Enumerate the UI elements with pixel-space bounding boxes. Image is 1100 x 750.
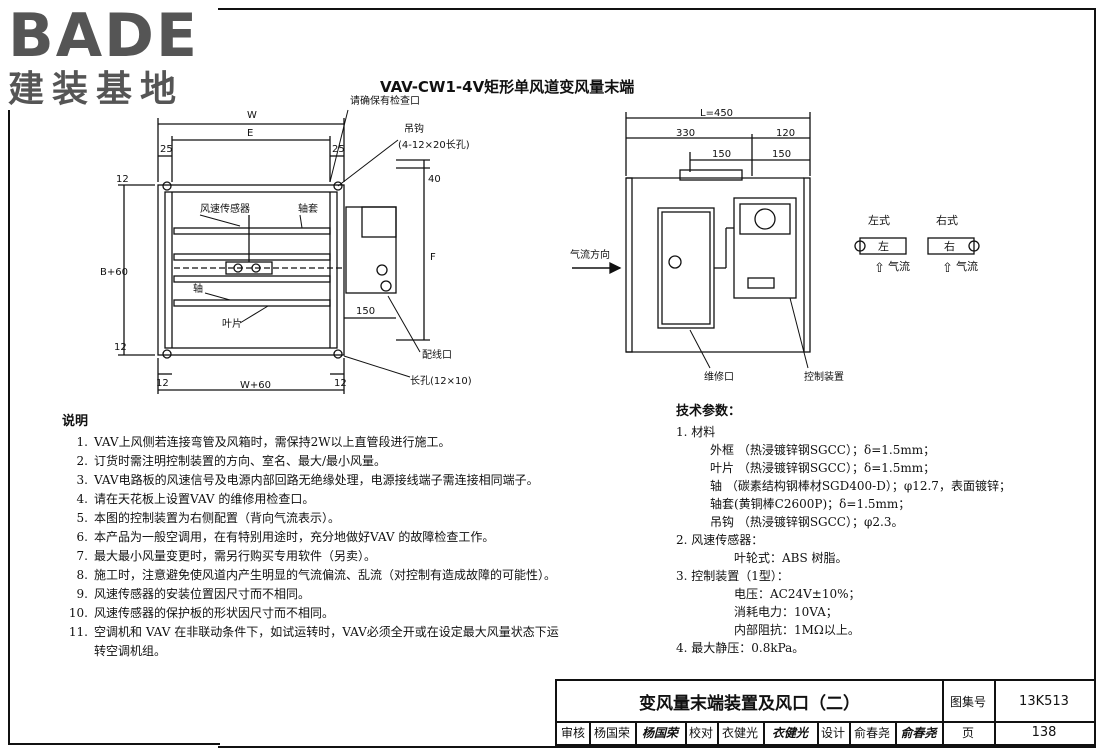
label-wiring-port: 配线口	[422, 348, 452, 361]
proof-label: 校对	[685, 721, 719, 746]
tech-line: 外框 （热浸镀锌钢SGCC）；δ=1.5mm；	[710, 443, 936, 457]
tech-line: 内部阻抗：1MΩ以上。	[734, 623, 860, 637]
tech-heading: 技术参数：	[676, 404, 742, 419]
designer-signature: 俞春尧	[895, 721, 944, 746]
dim-25-left: 25	[160, 144, 173, 155]
drawing-frame	[218, 8, 1096, 748]
notes-section: 说明 1.VAV上风侧若连接弯管及风箱时，需保持2W以上直管段进行施工。 2.订…	[62, 412, 562, 661]
label-sensor: 风速传感器	[200, 202, 250, 215]
atlas-label: 图集号	[942, 681, 996, 723]
note-item: 6.本产品为一般空调用，在有特别用途时，充分地做好VAV 的故障检查工作。	[76, 530, 495, 544]
dim-330: 330	[676, 128, 695, 139]
tech-params: 技术参数： 1. 材料 外框 （热浸镀锌钢SGCC）；δ=1.5mm； 叶片 （…	[676, 403, 1096, 657]
note-item: 9.风速传感器的安装位置因尺寸而不相同。	[76, 587, 311, 601]
orientation-legend	[854, 237, 980, 255]
tech-line: 轴套(黄铜棒C2600P)；δ=1.5mm；	[710, 497, 911, 511]
label-hanger: 吊钩	[404, 123, 424, 135]
tech-line: 吊钩 （热浸镀锌钢SGCC）；φ2.3。	[710, 515, 904, 529]
dim-12-bottom-left: 12	[156, 378, 169, 389]
dim-150b: 150	[772, 149, 791, 160]
title-block: 变风量末端装置及风口（二） 图集号 13K513 审核 杨国荣 杨国荣 校对 衣…	[555, 679, 1096, 746]
dim-12-left: 12	[114, 342, 127, 353]
arrow-up-icon: ⇧	[942, 261, 953, 276]
dim-F: F	[430, 252, 436, 263]
dim-40: 40	[428, 174, 441, 185]
proofer-signature: 衣健光	[763, 721, 819, 746]
label-right-type: 右式	[936, 213, 958, 227]
tech-section-sensor: 2. 风速传感器：	[676, 533, 764, 547]
page-label: 页	[942, 721, 996, 746]
note-item: 8.施工时，注意避免使风道内产生明显的气流偏流、乱流（对控制有造成故障的可能性）…	[76, 568, 557, 582]
dim-150: 150	[356, 306, 375, 317]
dim-W: W	[247, 110, 257, 121]
logo-wordmark: BADE	[8, 1, 199, 71]
label-left-box: 左	[878, 240, 889, 253]
label-shaft-sleeve: 轴套	[298, 202, 318, 215]
drawing-title: VAV-CW1-4V矩形单风道变风量末端	[380, 78, 635, 96]
dim-E: E	[247, 128, 253, 139]
page-number: 138	[994, 721, 1096, 746]
label-shaft: 轴	[193, 282, 203, 295]
notes-heading: 说明	[62, 414, 89, 429]
tech-section-pressure: 4. 最大静压：0.8kPa。	[676, 641, 805, 655]
label-slot: 长孔(12×10)	[410, 375, 472, 387]
tech-line: 电压：AC24V±10%；	[734, 587, 861, 601]
tech-line: 轴 （碳素结构钢棒材SGD400-D）；φ12.7，表面镀锌；	[710, 479, 1011, 493]
dim-12-top: 12	[116, 174, 129, 185]
tech-line: 叶轮式：ABS 树脂。	[734, 551, 848, 565]
design-label: 设计	[817, 721, 851, 746]
label-access-note: 请确保有检查口	[350, 94, 420, 107]
note-item: 11.空调机和 VAV 在非联动条件下，如试运转时，VAV必须全开或在设定最大风…	[68, 625, 559, 639]
designer-name: 俞春尧	[849, 721, 897, 746]
frame-left-edge	[8, 110, 10, 744]
tech-line: 叶片 （热浸镀锌钢SGCC）；δ=1.5mm；	[710, 461, 936, 475]
tech-section-control: 3. 控制装置（1型）：	[676, 569, 789, 583]
label-control-device: 控制装置	[804, 370, 844, 383]
review-label: 审核	[557, 721, 591, 746]
dim-150a: 150	[712, 149, 731, 160]
label-access-port: 维修口	[704, 370, 734, 383]
label-right-box: 右	[944, 239, 955, 253]
note-item: 3.VAV电路板的风速信号及电源内部回路无绝缘处理，电源接线端子需连接相同端子。	[76, 473, 539, 487]
atlas-number: 13K513	[994, 681, 1096, 723]
tech-line: 消耗电力：10VA；	[734, 605, 838, 619]
frame-bottom-edge	[8, 743, 220, 745]
label-flow-right: 气流	[956, 259, 978, 273]
label-flow-left: 气流	[888, 259, 910, 273]
dim-B60: B+60	[100, 267, 128, 278]
label-airflow: 气流方向	[570, 248, 610, 261]
dim-12-bottom-right: 12	[334, 378, 347, 389]
left-view	[118, 109, 430, 394]
note-item: 10.风速传感器的保护板的形状因尺寸而不相同。	[68, 606, 335, 620]
dim-25-right: 25	[332, 144, 345, 155]
dim-120: 120	[776, 128, 795, 139]
note-item: 7.最大最小风量变更时，需另行购买专用软件（另卖）。	[76, 549, 377, 563]
reviewer-signature: 杨国荣	[635, 721, 687, 746]
right-view	[572, 112, 811, 369]
dim-W60: W+60	[240, 380, 271, 391]
dim-L450: L=450	[700, 108, 733, 119]
note-item: 5.本图的控制装置为右侧配置（背向气流表示）。	[76, 511, 341, 525]
label-blade: 叶片	[222, 317, 242, 330]
note-item: 2.订货时需注明控制装置的方向、室名、最大/最小风量。	[76, 454, 387, 468]
note-item: 1.VAV上风侧若连接弯管及风箱时，需保持2W以上直管段进行施工。	[76, 435, 451, 449]
logo-subtitle: 建装基地	[8, 69, 185, 110]
note-item: 4.请在天花板上设置VAV 的维修用检查口。	[76, 492, 315, 506]
technical-drawing: 请确保有检查口 吊钩 (4-12×20长孔) W E 25 25 40 12 F…	[100, 94, 980, 394]
proofer-name: 衣健光	[717, 721, 765, 746]
tech-section-materials: 1. 材料	[676, 425, 716, 439]
reviewer-name: 杨国荣	[589, 721, 637, 746]
arrow-up-icon: ⇧	[874, 261, 885, 276]
sheet-title: 变风量末端装置及风口（二）	[557, 681, 944, 723]
note-item-continuation: 转空调机组。	[94, 644, 167, 658]
label-left-type: 左式	[868, 214, 890, 227]
brand-logo: BADE 建装基地	[8, 6, 218, 110]
label-hanger-spec: (4-12×20长孔)	[398, 139, 470, 151]
